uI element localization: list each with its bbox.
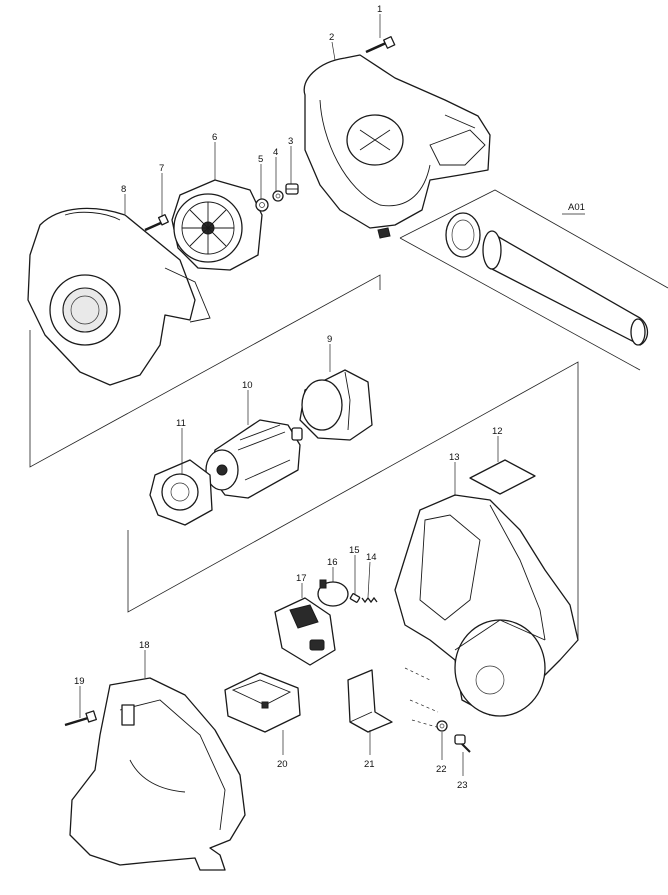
callout-19: 19: [74, 676, 85, 687]
part-21-bracket: [347, 669, 393, 733]
callout-3: 3: [288, 136, 293, 147]
part-7-screw: [144, 214, 169, 232]
callout-9: 9: [327, 334, 332, 345]
callout-7: 7: [159, 163, 164, 174]
part-3-screw: [285, 183, 299, 195]
part-8-fan-housing: [27, 207, 211, 386]
callout-16: 16: [327, 557, 338, 568]
part-5-washer: [255, 198, 269, 212]
callout-6: 6: [212, 132, 217, 143]
callout-8: 8: [121, 184, 126, 195]
part-22-washer: [436, 720, 448, 732]
callout-4: 4: [273, 147, 278, 158]
part-6-fan: [171, 179, 263, 271]
callout-2: 2: [329, 32, 334, 43]
callout-10: 10: [242, 380, 253, 391]
callout-20: 20: [277, 759, 288, 770]
callout-11: 11: [176, 418, 186, 429]
part-9-motor-bracket: [299, 369, 373, 441]
callout-a01: A01: [568, 202, 585, 213]
part-17-switch: [274, 597, 336, 666]
callout-5: 5: [258, 154, 263, 165]
part-13-motor-housing: [394, 494, 579, 717]
part-11-end-ring: [149, 459, 213, 526]
part-18-grip-cover: [69, 677, 246, 871]
callout-14: 14: [366, 552, 377, 563]
callout-21: 21: [364, 759, 375, 770]
callout-labels: 1 2 3 4 5 6 7 8 9 10 11 12 13 14 15 16 1…: [74, 4, 585, 791]
callout-23: 23: [457, 780, 468, 791]
part-16-switch-knob: [317, 579, 349, 607]
leader-lines: [29, 189, 668, 729]
part-23-screw: [454, 734, 471, 753]
callout-leaders: [79, 14, 585, 776]
callout-22: 22: [436, 764, 447, 775]
part-2-upper-housing: [303, 54, 491, 239]
callout-15: 15: [349, 545, 360, 556]
callout-13: 13: [449, 452, 460, 463]
part-14-spring: [361, 596, 378, 604]
callout-18: 18: [139, 640, 150, 651]
callout-17: 17: [296, 573, 307, 584]
part-20-switch-plate: [224, 672, 301, 733]
part-10-motor: [205, 419, 303, 499]
callout-1: 1: [377, 4, 382, 15]
part-a01-nozzle: [445, 212, 649, 346]
part-4-washer: [272, 190, 284, 202]
part-12-label: [469, 459, 536, 495]
callout-12: 12: [492, 426, 503, 437]
part-1-screw: [365, 36, 396, 54]
part-15-pin: [349, 593, 361, 603]
part-19-screw: [64, 710, 97, 727]
